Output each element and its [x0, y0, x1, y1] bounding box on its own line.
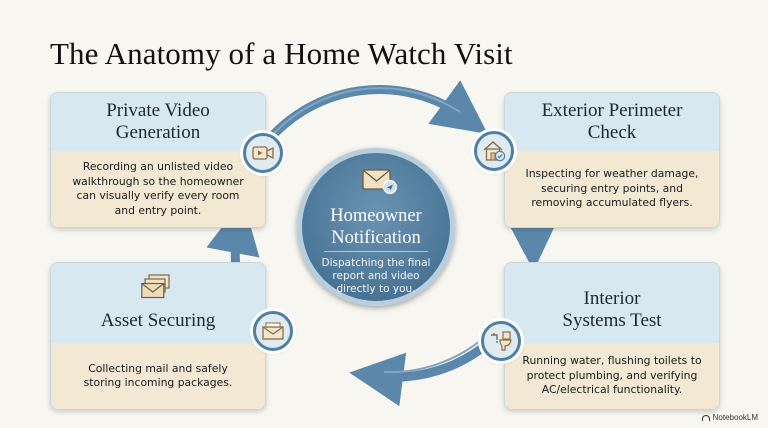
card-desc-line: and entry point.	[114, 203, 202, 217]
brand-watermark: NotebookLM	[701, 413, 758, 422]
center-desc-line: directly to you.	[336, 283, 416, 295]
card-body: Recording an unlisted video walkthrough …	[51, 151, 265, 227]
house-check-icon	[474, 131, 514, 171]
card-title-line: Interior	[583, 288, 641, 309]
card-desc-line: can visually verify every room	[76, 189, 240, 202]
card-header: Interior Systems Test	[505, 263, 719, 343]
card-title-line: Private Video	[106, 100, 210, 121]
page-title: The Anatomy of a Home Watch Visit	[50, 36, 513, 71]
card-desc-line: removing accumulated flyers.	[531, 196, 693, 210]
card-desc-line: AC/electrical functionality.	[541, 383, 683, 397]
card-desc-line: Recording an unlisted video	[82, 160, 234, 173]
card-desc-line: Collecting mail and safely	[88, 361, 228, 375]
card-desc-line: protect plumbing, and verifying	[526, 368, 698, 382]
card-desc-line: Running water, flushing toilets to	[522, 354, 702, 368]
card-desc-line: Inspecting for weather damage,	[525, 167, 699, 181]
mail-stack-icon	[141, 274, 175, 306]
card-title-line: Check	[587, 122, 637, 143]
brand-label: NotebookLM	[712, 413, 758, 422]
center-desc-line: Dispatching the final	[321, 257, 431, 269]
center-divider	[324, 251, 428, 252]
card-title: Asset Securing	[100, 310, 216, 331]
card-desc-line: storing incoming packages.	[83, 376, 233, 389]
center-title: Homeowner Notification	[302, 205, 450, 249]
arrow-bottom	[349, 336, 495, 407]
card-exterior-check: Exterior Perimeter Check Inspecting for …	[504, 92, 720, 228]
card-body: Running water, flushing toilets to prote…	[505, 343, 719, 409]
center-description: Dispatching the final report and video d…	[308, 257, 444, 296]
faucet-toilet-icon	[481, 321, 521, 361]
card-private-video: Private Video Generation Recording an un…	[50, 92, 266, 228]
video-camera-icon	[243, 133, 283, 173]
card-title-line: Systems Test	[562, 310, 662, 331]
mail-envelope-icon	[253, 311, 293, 351]
center-title-line: Notification	[331, 228, 421, 248]
center-desc-line: report and video	[332, 270, 420, 282]
card-title-line: Exterior Perimeter	[541, 100, 683, 121]
envelope-send-icon	[362, 167, 398, 199]
card-body: Inspecting for weather damage, securing …	[505, 151, 719, 227]
center-title-line: Homeowner	[330, 206, 422, 226]
card-header: Asset Securing	[51, 263, 265, 343]
card-asset-securing: Asset Securing Collecting mail and safel…	[50, 262, 266, 410]
center-hub: Homeowner Notification Dispatching the f…	[297, 148, 455, 306]
card-header: Exterior Perimeter Check	[505, 93, 719, 151]
card-desc-line: walkthrough so the homeowner	[72, 174, 244, 188]
card-body: Collecting mail and safely storing incom…	[51, 343, 265, 409]
card-title-line: Generation	[115, 122, 201, 143]
card-interior-systems: Interior Systems Test Running water, flu…	[504, 262, 720, 410]
card-desc-line: securing entry points, and	[541, 181, 683, 195]
notebooklm-logo-icon	[701, 414, 710, 421]
card-header: Private Video Generation	[51, 93, 265, 151]
